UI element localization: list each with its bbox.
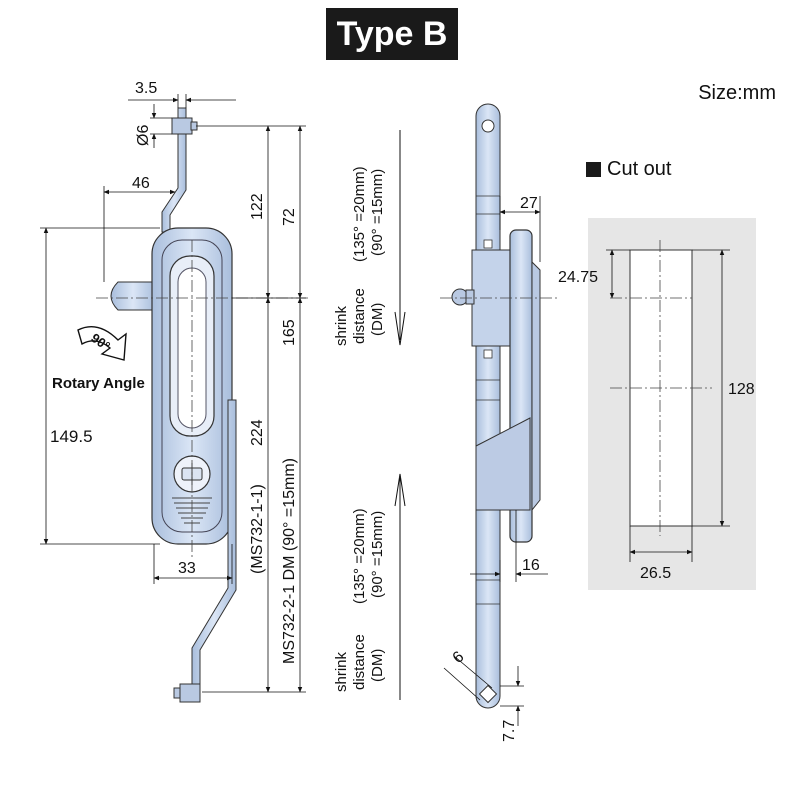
dim-cutout-top-offset: 24.75 [558,269,598,286]
upper-nut [171,117,193,135]
dim-side-lower-depth: 16 [522,557,540,574]
side-lower-wedge [475,417,531,511]
size-unit-label: Size:mm [698,82,776,104]
lower-shrink-2: distance [351,634,368,690]
dim-side-end-offset: 7.7 [501,720,518,742]
dim-side-depth: 27 [520,195,538,212]
upper-shrink-2: distance [351,288,368,344]
lower-note-line2: (90° =15mm) [369,511,386,598]
square-marker-icon [586,162,601,177]
lower-note-line1: (135° =20mm) [351,508,368,604]
model-label-1: (MS732-1-1) [249,484,266,574]
upper-note-line2: (90° =15mm) [369,169,386,256]
upper-shrink-1: shrink [333,305,350,346]
dim-upper-to-center: 72 [281,208,298,226]
dim-handle-length: 149.5 [50,427,93,446]
dim-handle-offset: 46 [132,175,150,192]
cutout-panel: 24.75 128 26.5 [558,218,756,590]
side-view: 27 16 6 7.7 [440,103,560,742]
side-rod [475,103,501,709]
dim-cutout-height: 128 [728,381,755,398]
lower-shrink-3: (DM) [369,649,386,682]
model-label-2: MS732-2-1 DM (90° =15mm) [281,458,298,664]
dim-side-slot: 6 [450,648,468,667]
handle-lever [110,281,156,311]
dim-upper-rod: 122 [249,193,266,220]
dim-hole-offset: 3.5 [135,80,157,97]
upper-note-line1: (135° =20mm) [351,166,368,262]
dim-body-width: 33 [178,560,196,577]
lower-shrink-1: shrink [333,651,350,692]
dim-hole-dia: Ø6 [135,125,152,146]
rotary-angle-label: Rotary Angle [52,375,145,392]
dim-lower-to-center: 165 [281,319,298,346]
shrink-distance-notes: (135° =20mm) (90° =15mm) shrink distance… [333,130,406,700]
dim-cutout-width: 26.5 [640,565,671,582]
cutout-heading-text: Cut out [607,158,672,180]
lower-nut [179,683,201,703]
dim-lower-rod: 224 [249,419,266,446]
title-badge: Type B [326,8,458,60]
upper-shrink-3: (DM) [369,303,386,336]
rotary-arrow-icon: 90° [77,326,127,361]
cutout-heading: Cut out [586,158,671,181]
front-view: 3.5 Ø6 46 149.5 33 122 72 224 165 (MS732… [40,80,310,703]
